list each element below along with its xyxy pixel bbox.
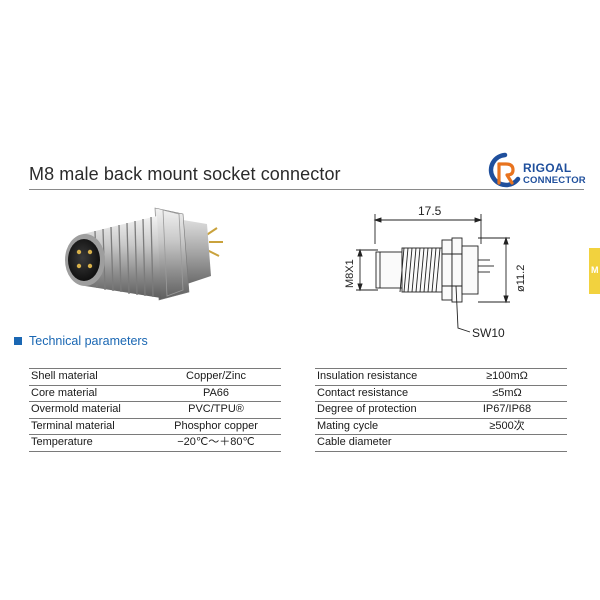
page-title: M8 male back mount socket connector [29,164,341,184]
dimension-drawing: 17.5 M8X1 ø11.2 SW10 [344,204,527,340]
section-title: Technical parameters [29,334,148,348]
side-tab-letter: M [591,265,599,275]
param-name: Core material [29,385,151,402]
param-value: ≥100mΩ [447,368,567,386]
side-tab[interactable]: M [589,248,600,294]
param-name: Contact resistance [315,385,447,402]
param-value: Copper/Zinc [151,368,281,386]
connector-product-image [65,207,223,301]
param-value: ≤5mΩ [447,385,567,402]
param-value: ≥500次 [447,418,567,435]
section-bullet [14,337,22,345]
param-row: Contact resistance≤5mΩ [315,385,567,402]
param-name: Shell material [29,368,151,386]
param-value: PA66 [151,385,281,402]
param-value [447,434,567,452]
param-name: Cable diameter [315,434,447,452]
title-divider [29,189,584,190]
param-value: Phosphor copper [151,418,281,435]
param-name: Terminal material [29,418,151,435]
param-row: Mating cycle≥500次 [315,418,567,435]
dim-wrench-label: SW10 [472,326,505,340]
logo-text-rigoal: RIGOAL [523,161,572,175]
logo-text-connector: CONNECTOR [523,175,586,186]
param-row: Cable diameter [315,434,567,452]
param-name: Degree of protection [315,401,447,419]
param-name: Overmold material [29,401,151,419]
param-value: PVC/TPU® [151,401,281,419]
param-value: −20℃～＋80℃ [151,434,281,452]
dim-thread-label: M8X1 [344,259,356,288]
param-name: Insulation resistance [315,368,447,386]
param-value: IP67/IP68 [447,401,567,419]
param-row: Temperature−20℃～＋80℃ [29,434,281,452]
brand-logo: RIGOAL CONNECTOR [488,152,598,192]
param-name: Temperature [29,434,151,452]
dim-diameter-label: ø11.2 [515,265,527,292]
param-name: Mating cycle [315,418,447,435]
dim-length-label: 17.5 [418,204,442,218]
param-row: Insulation resistance≥100mΩ [315,368,567,386]
logo-mark-icon [488,152,521,188]
